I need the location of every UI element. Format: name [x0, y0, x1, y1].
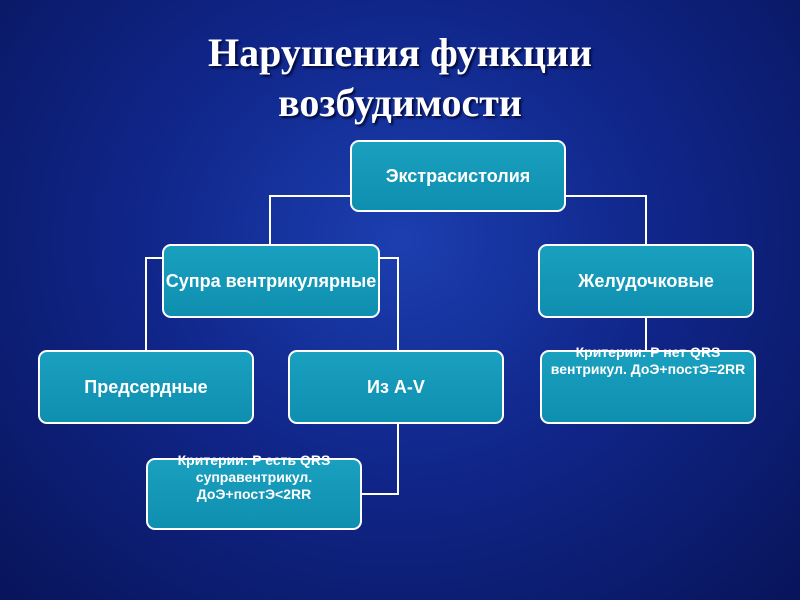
title-line-2: возбудимости: [278, 80, 522, 125]
title-line-1: Нарушения функции: [207, 30, 592, 75]
node-extrasystole-label: Экстрасистолия: [385, 166, 531, 186]
criteria-ventricular: Критерии: P нет QRS вентрикул. ДоЭ+постЭ…: [540, 344, 756, 424]
slide-title: Нарушения функции возбудимости: [0, 28, 800, 128]
node-supraventricular: Супра вентрикулярные: [162, 244, 380, 318]
criteria-supraventricular-text: Критерии: P есть QRS суправентрикул. ДоЭ…: [177, 452, 331, 502]
node-av: Из А-V: [288, 350, 504, 424]
criteria-supraventricular: Критерии: P есть QRS суправентрикул. ДоЭ…: [146, 452, 362, 530]
node-extrasystole: Экстрасистолия: [350, 140, 566, 212]
node-av-label: Из А-V: [367, 377, 425, 397]
node-supraventricular-label: Супра вентрикулярные: [165, 271, 377, 291]
criteria-ventricular-text: Критерии: P нет QRS вентрикул. ДоЭ+постЭ…: [550, 344, 746, 377]
node-ventricular: Желудочковые: [538, 244, 754, 318]
connector-supra-av: [378, 257, 399, 352]
connector-supra-atrial: [145, 257, 166, 352]
node-atrial: Предсердные: [38, 350, 254, 424]
node-atrial-label: Предсердные: [84, 377, 208, 397]
connector-av-criteria: [362, 424, 399, 495]
node-ventricular-label: Желудочковые: [578, 271, 714, 291]
